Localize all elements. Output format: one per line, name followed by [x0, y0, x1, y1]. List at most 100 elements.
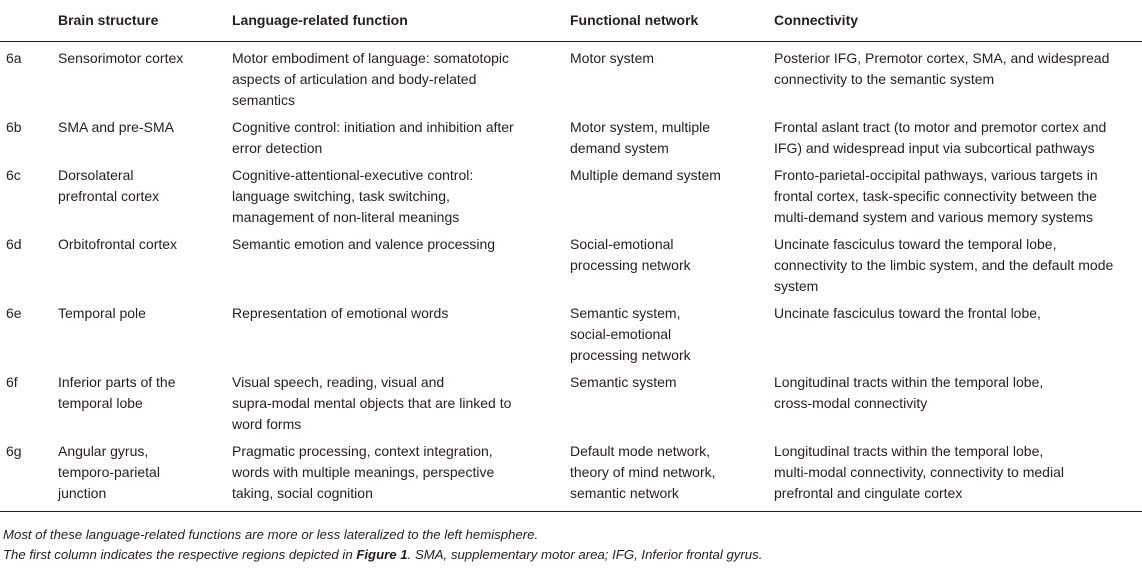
cell-line: Motor system, multiple	[570, 119, 711, 135]
cell-connectivity: Longitudinal tracts within the temporal …	[774, 366, 1142, 435]
cell-brain-structure: Orbitofrontal cortex	[58, 228, 232, 297]
cell-line: semantic network	[570, 485, 679, 501]
cell-brain-structure: Inferior parts of the temporal lobe	[58, 366, 232, 435]
cell-line: taking, social cognition	[232, 485, 373, 501]
cell-line: prefrontal and cingulate cortex	[774, 485, 963, 501]
cell-id: 6b	[0, 111, 58, 159]
cell-line: IFG) and widespread input via subcortica…	[774, 140, 1095, 156]
cell-line: social-emotional	[570, 326, 672, 342]
cell-line: Semantic system	[570, 374, 677, 390]
cell-language-function: Cognitive-attentional-executive control:…	[232, 159, 570, 228]
cell-line: Uncinate fasciculus toward the frontal l…	[774, 305, 1041, 321]
cell-functional-network: Social-emotional processing network	[570, 228, 774, 297]
footnote-suffix: . SMA, supplementary motor area; IFG, In…	[407, 547, 763, 562]
cell-line: SMA and pre-SMA	[58, 119, 174, 135]
cell-connectivity: Fronto-parietal-occipital pathways, vari…	[774, 159, 1142, 228]
cell-line: Inferior parts of the	[58, 374, 176, 390]
cell-connectivity: Longitudinal tracts within the temporal …	[774, 435, 1142, 512]
cell-connectivity: Uncinate fasciculus toward the temporal …	[774, 228, 1142, 297]
cell-line: Orbitofrontal cortex	[58, 236, 178, 252]
cell-id: 6g	[0, 435, 58, 512]
cell-line: 6c	[6, 167, 21, 183]
cell-line: Cognitive control: initiation and inhibi…	[232, 119, 514, 135]
header-functional-network: Functional network	[570, 0, 774, 42]
cell-line: multi-modal connectivity, connectivity t…	[774, 464, 1064, 480]
cell-language-function: Pragmatic processing, context integratio…	[232, 435, 570, 512]
figure-reference: Figure 1	[356, 547, 408, 562]
cell-brain-structure: Temporal pole	[58, 297, 232, 366]
cell-connectivity: Frontal aslant tract (to motor and premo…	[774, 111, 1142, 159]
table-row: 6c Dorsolateral prefrontal cortex Cognitive…	[0, 159, 1142, 228]
cell-line: Frontal aslant tract (to motor and premo…	[774, 119, 1107, 135]
cell-brain-structure: Sensorimotor cortex	[58, 42, 232, 112]
cell-line: word forms	[232, 416, 302, 432]
cell-brain-structure: SMA and pre-SMA	[58, 111, 232, 159]
cell-brain-structure: Angular gyrus, temporo-parietal junction	[58, 435, 232, 512]
header-brain-structure: Brain structure	[58, 0, 232, 42]
cell-connectivity: Posterior IFG, Premotor cortex, SMA, and…	[774, 42, 1142, 112]
cell-functional-network: Semantic system	[570, 366, 774, 435]
cell-line: multi-demand system and various memory s…	[774, 209, 1093, 225]
table-row: 6b SMA and pre-SMA Cognitive control: init…	[0, 111, 1142, 159]
cell-line: words with multiple meanings, perspectiv…	[232, 464, 495, 480]
cell-line: 6e	[6, 305, 22, 321]
cell-line: processing network	[570, 257, 691, 273]
cell-functional-network: Default mode network, theory of mind netw…	[570, 435, 774, 512]
header-language-function: Language-related function	[232, 0, 570, 42]
cell-line: aspects of articulation and body-related	[232, 71, 477, 87]
cell-line: 6g	[6, 443, 22, 459]
footnote-abbreviations: The first column indicates the respectiv…	[3, 546, 762, 564]
cell-line: Fronto-parietal-occipital pathways, vari…	[774, 167, 1098, 183]
cell-language-function: Representation of emotional words	[232, 297, 570, 366]
cell-functional-network: Motor system	[570, 42, 774, 112]
table-header-row: Brain structure Language-related functio…	[0, 0, 1142, 42]
cell-language-function: Semantic emotion and valence processing	[232, 228, 570, 297]
cell-line: demand system	[570, 140, 669, 156]
cell-line: prefrontal cortex	[58, 188, 160, 204]
cell-language-function: Motor embodiment of language: somatotopi…	[232, 42, 570, 112]
cell-line: Social-emotional	[570, 236, 674, 252]
cell-line: Representation of emotional words	[232, 305, 449, 321]
cell-line: Uncinate fasciculus toward the temporal …	[774, 236, 1057, 252]
table-row: 6g Angular gyrus, temporo-parietal junction…	[0, 435, 1142, 512]
cell-line: 6b	[6, 119, 22, 135]
cell-line: Pragmatic processing, context integratio…	[232, 443, 493, 459]
table-row: 6e Temporal pole Representation of emotion…	[0, 297, 1142, 366]
cell-line: cross-modal connectivity	[774, 395, 928, 411]
header-connectivity: Connectivity	[774, 0, 1142, 42]
cell-line: Default mode network,	[570, 443, 711, 459]
cell-line: temporo-parietal	[58, 464, 160, 480]
cell-line: theory of mind network,	[570, 464, 716, 480]
cell-line: junction	[58, 485, 107, 501]
cell-line: management of non-literal meanings	[232, 209, 460, 225]
cell-line: Temporal pole	[58, 305, 146, 321]
cell-line: Semantic emotion and valence processing	[232, 236, 496, 252]
cell-line: language switching, task switching,	[232, 188, 450, 204]
cell-line: temporal lobe	[58, 395, 143, 411]
cell-line: semantics	[232, 92, 296, 108]
cell-line: connectivity to the semantic system	[774, 71, 995, 87]
cell-functional-network: Multiple demand system	[570, 159, 774, 228]
cell-id: 6c	[0, 159, 58, 228]
cell-line: Multiple demand system	[570, 167, 721, 183]
cell-connectivity: Uncinate fasciculus toward the frontal l…	[774, 297, 1142, 366]
cell-line: Motor system	[570, 50, 655, 66]
cell-brain-structure: Dorsolateral prefrontal cortex	[58, 159, 232, 228]
footnote-lateralization: Most of these language-related functions…	[3, 527, 539, 542]
cell-id: 6a	[0, 42, 58, 112]
cell-line: Semantic system,	[570, 305, 681, 321]
brain-structures-table: Brain structure Language-related functio…	[0, 0, 1142, 512]
cell-line: Longitudinal tracts within the temporal …	[774, 443, 1044, 459]
cell-line: processing network	[570, 347, 691, 363]
cell-line: Dorsolateral	[58, 167, 134, 183]
cell-line: Angular gyrus,	[58, 443, 149, 459]
cell-line: Cognitive-attentional-executive control:	[232, 167, 474, 183]
cell-functional-network: Semantic system, social-emotional processi…	[570, 297, 774, 366]
cell-language-function: Cognitive control: initiation and inhibi…	[232, 111, 570, 159]
cell-line: system	[774, 278, 819, 294]
